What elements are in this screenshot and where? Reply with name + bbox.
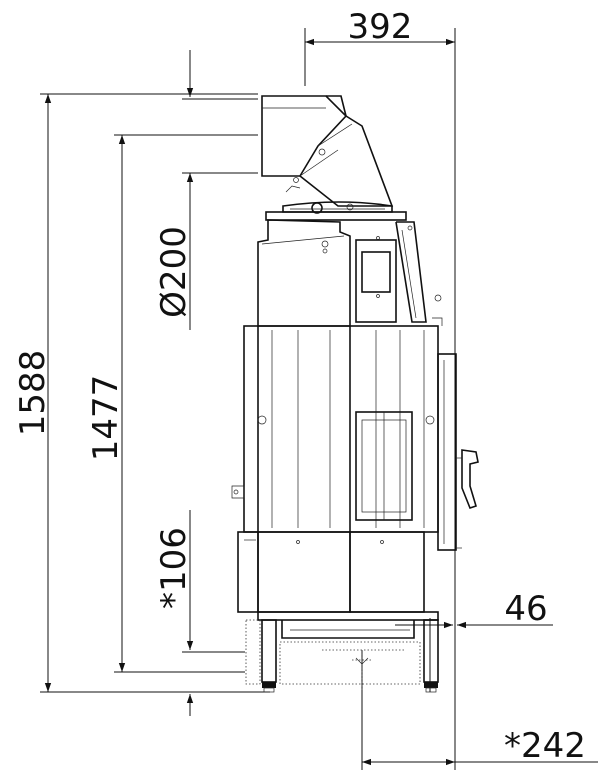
dimension-label-diameter-200: Ø200 [154, 226, 194, 318]
dimension-top-width: 392 [304, 7, 456, 770]
main-body [231, 325, 439, 533]
door-panel [437, 353, 479, 551]
lower-section [237, 531, 425, 613]
dimension-label-392: 392 [348, 7, 413, 47]
dimension-side-offset: 46 [395, 589, 553, 692]
dimension-total-height: 1588 [13, 93, 270, 693]
dimension-label-1588: 1588 [13, 350, 53, 437]
dimension-flue-diameter: Ø200 [154, 50, 258, 330]
base-frame [257, 611, 439, 693]
dimension-label-46: 46 [504, 589, 547, 629]
dotted-base-outline [245, 619, 421, 690]
dimension-label-106: *106 [154, 527, 194, 609]
dimension-label-242: *242 [504, 726, 586, 766]
dimension-base-offset: *106 [154, 510, 245, 716]
stove-outline [231, 95, 479, 693]
dimension-label-1477: 1477 [86, 375, 126, 462]
dimension-bottom-depth: *242 [361, 650, 598, 770]
upper-housing [257, 219, 443, 327]
flue-connector [261, 95, 394, 207]
top-collar [265, 201, 407, 221]
dimension-height-1477: 1477 [86, 134, 258, 673]
